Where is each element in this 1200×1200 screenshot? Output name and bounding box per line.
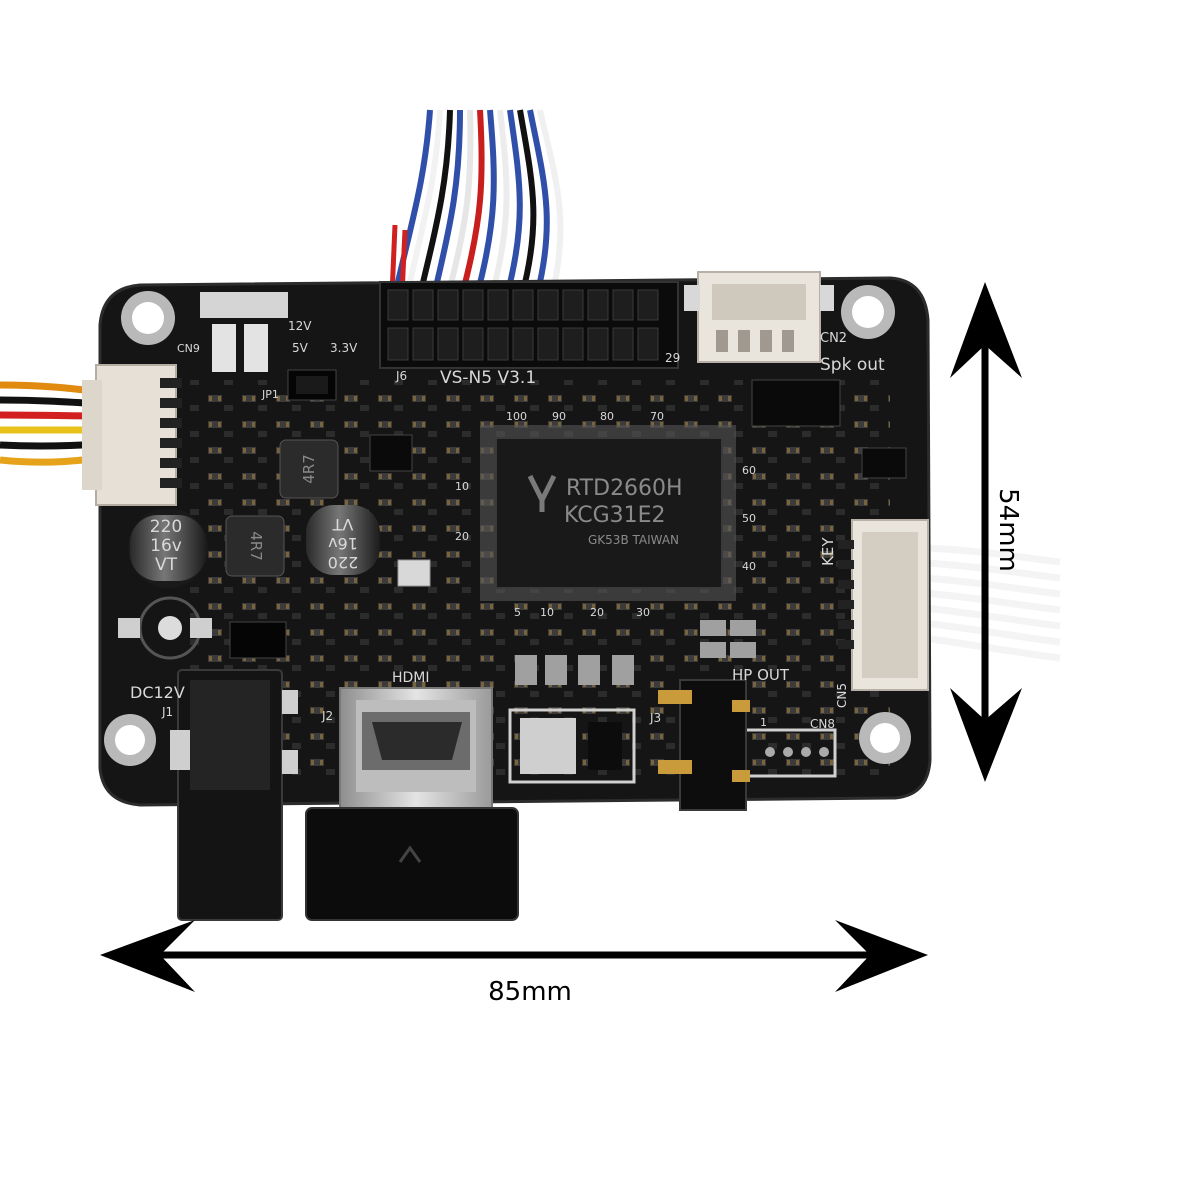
audio-jack-hp-out xyxy=(658,679,750,811)
label-jp1: JP1 xyxy=(261,388,279,401)
pin-label: 10 xyxy=(540,606,554,619)
chip-lot-code: KCG31E2 xyxy=(564,503,666,528)
label-cn2: CN2 xyxy=(820,331,847,346)
capacitor-right: 220 16v VT xyxy=(306,505,380,575)
width-dimension-label: 85mm xyxy=(488,977,572,1007)
speaker-connector-cn2 xyxy=(697,271,821,363)
inductor-marking: 4R7 xyxy=(247,531,265,561)
key-connector-cn5 xyxy=(838,519,929,691)
mounting-hole-top-right xyxy=(841,285,895,339)
board-model-label: VS-N5 V3.1 xyxy=(440,368,536,388)
pin-label: 30 xyxy=(636,606,650,619)
resistor-array xyxy=(515,655,634,685)
small-ic xyxy=(861,447,907,479)
pin-label: 20 xyxy=(455,530,469,543)
pin-label: 90 xyxy=(552,410,566,423)
mounting-hole-bottom-right xyxy=(859,712,911,764)
label-pin-29: 29 xyxy=(665,351,680,365)
pin-label: 80 xyxy=(600,410,614,423)
lvds-header-j6 xyxy=(379,281,679,369)
height-dimension-label: 54mm xyxy=(993,488,1023,572)
capacitor-rating: 220 xyxy=(328,553,359,572)
pin-label: 100 xyxy=(506,410,527,423)
label-cn8-pin1: 1 xyxy=(760,716,767,729)
small-ic xyxy=(751,379,841,427)
label-hp-out: HP OUT xyxy=(732,666,790,684)
realtek-logo xyxy=(527,474,557,512)
pin-label: 10 xyxy=(455,480,469,493)
label-spk-out: Spk out xyxy=(820,355,885,375)
ldo-regulator xyxy=(508,708,636,784)
capacitor-rating: 220 xyxy=(150,517,182,537)
capacitor-series: VT xyxy=(332,515,353,534)
hdmi-port xyxy=(305,687,519,921)
smd-component xyxy=(684,285,700,311)
chip-origin: GK53B TAIWAN xyxy=(588,533,679,547)
label-j6: J6 xyxy=(395,369,407,383)
pin-label: 40 xyxy=(742,560,756,573)
dc-power-jack xyxy=(170,669,298,921)
pin-label: 20 xyxy=(590,606,604,619)
inductor-marking: 4R7 xyxy=(300,454,318,484)
jumper-jp1 xyxy=(287,369,337,401)
mounting-hole-bottom-left xyxy=(104,714,156,766)
power-connector-cn9 xyxy=(82,364,182,506)
mounting-hole-top-left xyxy=(121,291,175,345)
capacitor-left: 220 16v VT xyxy=(128,508,208,588)
label-j1: J1 xyxy=(161,705,173,719)
label-j3: J3 xyxy=(649,711,661,725)
label-cn8: CN8 xyxy=(810,717,835,731)
width-dimension-arrow xyxy=(100,920,928,992)
inductor-upper: 4R7 xyxy=(279,439,339,499)
hdmi-cap-arrow-icon xyxy=(398,845,422,863)
inductor-lower: 4R7 xyxy=(225,515,285,577)
label-12v: 12V xyxy=(288,319,312,333)
label-5v: 5V xyxy=(292,341,309,355)
label-cn5: CN5 xyxy=(835,683,849,708)
lvds-cable xyxy=(389,109,564,296)
label-cn9: CN9 xyxy=(177,342,200,355)
capacitor-voltage: 16v xyxy=(150,536,182,556)
label-dc12v: DC12V xyxy=(130,683,185,702)
small-ic xyxy=(369,434,413,472)
pin-label: 50 xyxy=(742,512,756,525)
key-cable xyxy=(924,544,1061,662)
voltage-regulator xyxy=(200,292,288,372)
crystal xyxy=(397,559,431,587)
main-controller-chip: RTD2660H KCG31E2 GK53B TAIWAN xyxy=(480,425,736,601)
label-hdmi: HDMI xyxy=(392,670,430,686)
capacitor-voltage: 16v xyxy=(328,534,358,553)
smd-component xyxy=(820,285,834,311)
label-3-3v: 3.3V xyxy=(330,341,358,355)
resistor-array xyxy=(700,620,756,658)
small-ic xyxy=(229,621,287,659)
capacitor-series: VT xyxy=(155,555,178,575)
pin-label: 70 xyxy=(650,410,664,423)
led-footprint xyxy=(118,596,212,660)
chip-part-number: RTD2660H xyxy=(566,476,683,501)
height-dimension-arrow xyxy=(950,282,1022,782)
pin-label: 60 xyxy=(742,464,756,477)
label-key: KEY xyxy=(819,537,837,566)
pin-label: 5 xyxy=(514,606,521,619)
label-j2: J2 xyxy=(321,709,333,723)
